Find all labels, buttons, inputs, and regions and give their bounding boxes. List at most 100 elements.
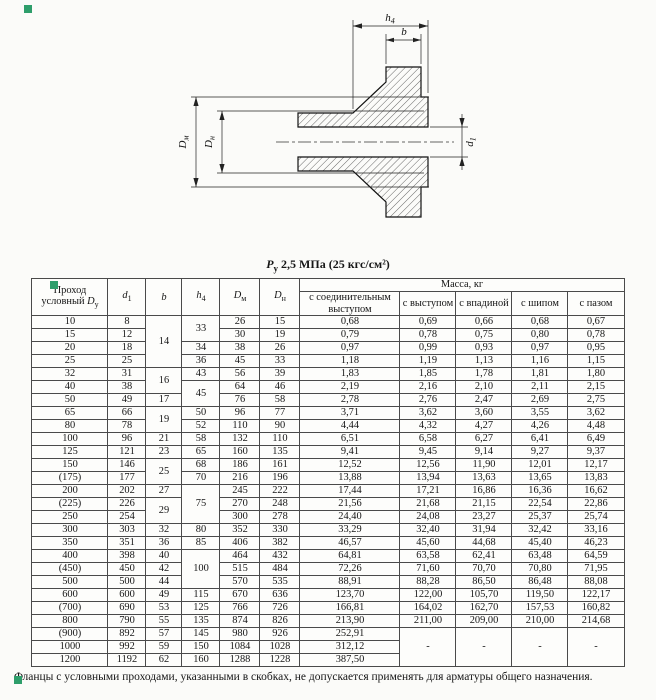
table-cell: 9,37 [567, 445, 625, 460]
table-cell: 2,75 [567, 393, 625, 408]
table-cell: 196 [259, 471, 301, 486]
table-cell: 24,40 [299, 510, 401, 525]
flange-dimensions-table: Проход условный Dу d1 b h4 Dм Dн Масса, … [31, 278, 625, 668]
table-cell: 214,68 [567, 614, 625, 629]
col-header-mass-1: с соединительным выступом [299, 291, 401, 317]
table-cell: 17 [145, 393, 183, 408]
table-cell: (900) [31, 627, 109, 642]
table-cell: 36 [145, 536, 183, 551]
label-h4: h4 [385, 12, 395, 26]
table-cell: 62 [145, 653, 183, 668]
table-cell: 40 [31, 380, 109, 395]
table-cell: 636 [259, 588, 301, 603]
table-cell: 2,16 [399, 380, 457, 395]
table-cell: 166,81 [299, 601, 401, 616]
table-cell: 46 [259, 380, 301, 395]
table-cell: 71,60 [399, 562, 457, 577]
table-cell: 80 [31, 419, 109, 434]
table-cell: 3,62 [399, 406, 457, 421]
table-cell: 600 [107, 588, 147, 603]
table-cell: 50 [181, 406, 221, 421]
table-cell: 464 [219, 549, 261, 564]
table-cell: - [399, 627, 457, 668]
dimension-b [385, 34, 422, 64]
table-cell: 254 [107, 510, 147, 525]
table-cell: 24,08 [399, 510, 457, 525]
table-cell: 76 [219, 393, 261, 408]
table-cell: 25 [107, 354, 147, 369]
table-cell: 160,82 [567, 601, 625, 616]
table-cell: 12,56 [399, 458, 457, 473]
table-cell: 4,44 [299, 419, 401, 434]
table-cell: 1,19 [399, 354, 457, 369]
table-cell: 500 [107, 575, 147, 590]
table-cell: 65 [31, 406, 109, 421]
table-cell: 56 [219, 367, 261, 382]
table-cell: 535 [259, 575, 301, 590]
table-cell: 162,70 [455, 601, 513, 616]
green-marker [50, 281, 58, 289]
col-header-dn: Dн [259, 278, 301, 317]
table-cell: 19 [259, 328, 301, 343]
table-cell: 44,68 [455, 536, 513, 551]
table-cell: 2,19 [299, 380, 401, 395]
table-cell: 25,74 [567, 510, 625, 525]
label-dm: Dм [177, 135, 191, 149]
table-cell: 200 [31, 484, 109, 499]
table-cell: 6,41 [511, 432, 569, 447]
table-cell: 49 [107, 393, 147, 408]
table-cell: 64,81 [299, 549, 401, 564]
table-cell: 177 [107, 471, 147, 486]
table-cell: 3,62 [567, 406, 625, 421]
table-cell: 406 [219, 536, 261, 551]
table-cell: (225) [31, 497, 109, 512]
table-cell: 45 [181, 380, 221, 408]
table-cell: 1,78 [455, 367, 513, 382]
flange-drawing-area: h4 b Dм [108, 2, 548, 257]
table-cell: 252,91 [299, 627, 401, 642]
table-cell: 3,55 [511, 406, 569, 421]
table-cell: 59 [145, 640, 183, 655]
table-cell: 30 [219, 328, 261, 343]
table-cell: 2,78 [299, 393, 401, 408]
dimension-dm [191, 96, 429, 188]
table-cell: 77 [259, 406, 301, 421]
table-cell: 110 [219, 419, 261, 434]
table-cell: 86,50 [455, 575, 513, 590]
table-cell: 1,85 [399, 367, 457, 382]
table-cell: 4,27 [455, 419, 513, 434]
table-cell: 13,83 [567, 471, 625, 486]
table-cell: 0,99 [399, 341, 457, 356]
table-cell: 64 [219, 380, 261, 395]
table-cell: 36 [181, 354, 221, 369]
table-cell: 96 [107, 432, 147, 447]
table-cell: 2,76 [399, 393, 457, 408]
table-cell: 874 [219, 614, 261, 629]
table-cell: 20 [31, 341, 109, 356]
table-cell: 1084 [219, 640, 261, 655]
table-cell: 23,27 [455, 510, 513, 525]
table-cell: 1,18 [299, 354, 401, 369]
table-cell: 10 [31, 315, 109, 330]
table-cell: 45 [219, 354, 261, 369]
table-cell: 3,60 [455, 406, 513, 421]
table-cell: 52 [181, 419, 221, 434]
table-cell: 432 [259, 549, 301, 564]
table-cell: 278 [259, 510, 301, 525]
col-header-b: b [145, 278, 183, 317]
table-cell: 26 [259, 341, 301, 356]
table-cell: 4,26 [511, 419, 569, 434]
dimension-dn [217, 110, 424, 174]
table-cell: 600 [31, 588, 109, 603]
col-header-mass-3: с впадиной [455, 291, 513, 317]
table-cell: 80 [181, 523, 221, 538]
table-cell: 15 [259, 315, 301, 330]
table-cell: 32,40 [399, 523, 457, 538]
